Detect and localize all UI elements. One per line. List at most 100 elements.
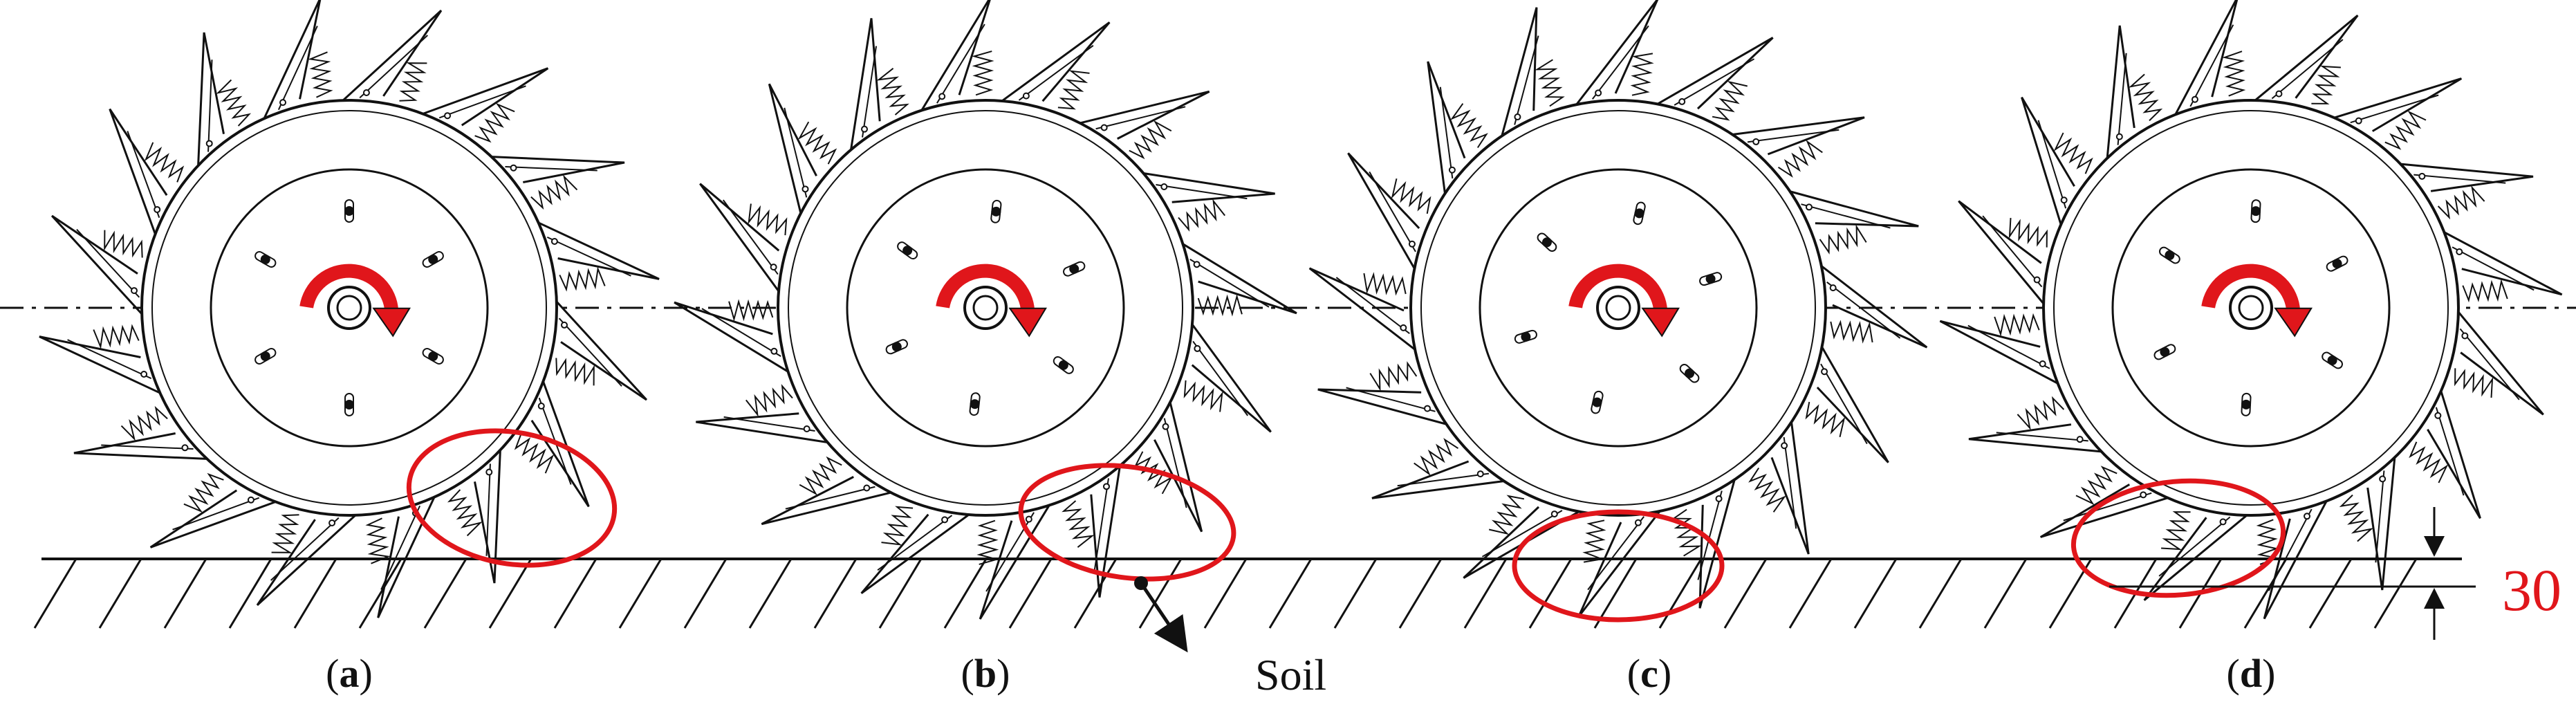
panel-caption-a: (a) bbox=[326, 651, 373, 696]
hub-bolt bbox=[969, 392, 981, 416]
hub-bolt bbox=[422, 348, 444, 365]
wheel-tooth bbox=[2254, 15, 2359, 102]
wheel-spring bbox=[1363, 272, 1407, 296]
wheel-spring bbox=[799, 456, 842, 496]
highlight-ellipse-d bbox=[2070, 478, 2286, 598]
wheel-spring bbox=[1488, 495, 1525, 535]
wheel-tooth bbox=[699, 183, 780, 292]
hub-bolt bbox=[344, 393, 354, 416]
wheel-tooth bbox=[2366, 457, 2396, 591]
hub-bolt bbox=[254, 251, 277, 268]
wheel-tooth bbox=[674, 301, 789, 373]
wheel-spring bbox=[271, 514, 299, 553]
wheel-spring bbox=[2008, 218, 2048, 248]
wheel-hub-disc bbox=[1479, 168, 1758, 448]
wheel-spring bbox=[2409, 441, 2449, 484]
depth-label: 30 bbox=[2502, 557, 2561, 623]
wheel-spring bbox=[2017, 396, 2065, 431]
wheel-tooth bbox=[1079, 90, 1210, 140]
hub-bolt bbox=[1053, 356, 1074, 374]
wheel-tooth bbox=[263, 0, 322, 120]
wheel-spring bbox=[399, 62, 427, 102]
wheel-c bbox=[1308, 0, 1928, 618]
wheel-spring bbox=[2053, 132, 2093, 174]
wheel-tooth bbox=[2039, 484, 2169, 538]
wheel-tooth bbox=[377, 496, 436, 618]
wheel-spring bbox=[120, 405, 168, 441]
wheel-a bbox=[39, 0, 660, 618]
depth-dimension bbox=[2109, 507, 2476, 640]
wheel-tooth bbox=[761, 476, 891, 526]
wheel-spring bbox=[1178, 199, 1225, 232]
highlight-ellipse-a bbox=[406, 428, 618, 568]
wheel-spring bbox=[745, 384, 793, 417]
wheel-tooth bbox=[920, 0, 991, 111]
wheel-tooth bbox=[1789, 190, 1919, 228]
wheel-tooth bbox=[2263, 500, 2328, 620]
wheel-d bbox=[1939, 0, 2563, 620]
wheel-spring bbox=[474, 102, 515, 143]
wheel-spring bbox=[559, 266, 606, 292]
wheel-tooth bbox=[1968, 423, 2102, 453]
hub-bolt bbox=[422, 251, 444, 268]
wheel-spring bbox=[530, 174, 578, 210]
wheel-spring bbox=[1129, 120, 1172, 160]
hub-bolt bbox=[1537, 232, 1557, 252]
wheel-tooth bbox=[342, 9, 443, 102]
wheel-tooth bbox=[555, 300, 648, 401]
hub-bolt bbox=[2250, 199, 2261, 223]
wheel-spring bbox=[1712, 80, 1748, 121]
wheel-spring bbox=[1994, 313, 2040, 337]
wheel-spring bbox=[971, 50, 994, 96]
hub-bolt bbox=[1063, 261, 1086, 277]
highlight-ellipse-c bbox=[1512, 509, 1725, 623]
wheel-hub-disc bbox=[2111, 168, 2391, 448]
wheel-tooth bbox=[1463, 506, 1580, 579]
wheel-spring bbox=[183, 472, 224, 513]
wheel-tooth bbox=[1143, 172, 1275, 203]
wheels-group bbox=[39, 0, 2563, 620]
wheel-spring bbox=[1582, 519, 1606, 563]
wheel-inner-rim bbox=[2053, 110, 2449, 506]
wheel-spring bbox=[447, 489, 483, 537]
wheel-tooth bbox=[256, 514, 357, 607]
wheel-spring bbox=[1830, 320, 1873, 344]
wheel-tooth bbox=[1770, 421, 1810, 555]
wheel-spring bbox=[1183, 380, 1223, 412]
panel-captions: (a)(b)(c)(d) bbox=[326, 651, 2275, 696]
wheel-spring bbox=[1414, 438, 1459, 477]
hub-bolt bbox=[1514, 329, 1537, 344]
wheel-spring bbox=[555, 358, 595, 386]
wheel-tooth bbox=[1698, 479, 1736, 609]
wheel-spring bbox=[728, 299, 774, 322]
rotation-arrow-icon bbox=[299, 264, 411, 338]
wheel-spring bbox=[2128, 73, 2163, 122]
wheel-tooth bbox=[2143, 514, 2248, 601]
wheel-inner-rim bbox=[151, 110, 547, 506]
wheel-tooth bbox=[2333, 77, 2463, 132]
wheel-spring bbox=[1535, 59, 1565, 107]
highlight-group bbox=[406, 428, 2286, 623]
hub-bolt bbox=[2326, 255, 2348, 272]
wheel-tooth bbox=[1820, 265, 1928, 349]
wheel-tooth bbox=[2021, 96, 2075, 225]
panel-caption-c: (c) bbox=[1627, 651, 1671, 696]
hub-bolt bbox=[344, 199, 354, 223]
dimension-arrow-icon bbox=[2424, 536, 2445, 557]
hub-bolt bbox=[885, 339, 908, 355]
wheel-tooth bbox=[850, 18, 881, 150]
wheel-tooth bbox=[530, 380, 590, 508]
wheel-tooth bbox=[1153, 402, 1203, 533]
wheel-tooth bbox=[1347, 152, 1420, 270]
wheel-spring bbox=[2161, 511, 2191, 551]
wheel-spring bbox=[748, 203, 788, 236]
wheel-spring bbox=[1369, 361, 1418, 392]
wheel-tooth bbox=[1191, 324, 1272, 433]
wheel-tooth bbox=[1182, 243, 1297, 315]
wheel-inner-rim bbox=[788, 110, 1183, 506]
wheel-spring bbox=[1748, 467, 1787, 513]
wheel-b bbox=[674, 0, 1297, 620]
wheel-tooth bbox=[1427, 61, 1466, 194]
hub-bolt bbox=[2159, 246, 2180, 264]
